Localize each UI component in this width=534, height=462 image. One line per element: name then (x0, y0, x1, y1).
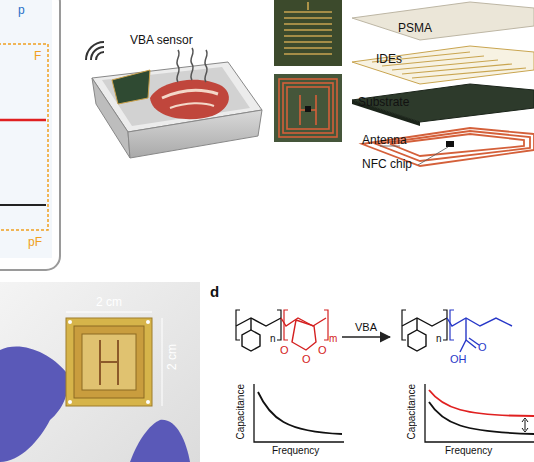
screen-text: pF (28, 236, 42, 248)
reaction-arrow (342, 336, 390, 338)
ide-layer (352, 46, 534, 84)
product-structure: nO OH (392, 296, 534, 380)
sensor-ide (82, 334, 136, 390)
dimension: 2 cm (166, 344, 178, 370)
phone-screen (0, 0, 52, 258)
layer-name: Antenna (362, 134, 407, 146)
dashed-box (0, 44, 48, 230)
glove (0, 346, 68, 462)
capacitance-plot: CapacitanceFrequency (232, 380, 347, 460)
substrate-layer (352, 84, 534, 122)
sensor-coil (74, 326, 144, 398)
glove (130, 420, 190, 462)
layer-name: Substrate (358, 96, 409, 108)
corner-dots (68, 320, 150, 404)
capacitance-plot: CapacitanceFrequency (405, 380, 534, 460)
atom-label: OH (450, 354, 467, 365)
axis-label: Frequency (445, 446, 492, 456)
black-level (0, 204, 46, 206)
meat (150, 80, 229, 119)
layer-name: PSMA (398, 22, 432, 34)
part-name: NFC chip (362, 158, 412, 170)
layer-name: IDEs (376, 53, 402, 65)
food-tray (92, 48, 262, 158)
steam (177, 48, 207, 82)
panel-letter: d (210, 284, 219, 299)
nfc-chip (446, 141, 454, 147)
reactant-structure: nmOOO (226, 296, 338, 376)
atom-label: m (329, 334, 337, 344)
node-outline (392, 296, 534, 380)
sensor-traces (100, 340, 118, 385)
node-outline (226, 296, 338, 376)
axis-label: Capacitance (407, 384, 417, 440)
ide-photo (274, 0, 342, 66)
callout-label: VBA sensor (130, 34, 193, 46)
edge-label: VBA (355, 322, 377, 333)
atom-label: n (436, 334, 442, 344)
exploded-stack (352, 2, 534, 166)
axis-label: Capacitance (236, 384, 246, 440)
wireless-symbol (86, 42, 104, 60)
meat-fat (162, 91, 218, 98)
atom-label: O (318, 345, 327, 356)
atom-label: O (280, 345, 289, 356)
atom-label: n (270, 334, 276, 344)
psma-layer (352, 2, 534, 40)
dimension-lines (66, 312, 162, 406)
screen-text: F (34, 50, 41, 62)
tray-inner (102, 67, 250, 126)
dimension: 2 cm (96, 296, 122, 308)
axis-label: Frequency (272, 446, 319, 456)
ide-fingers (372, 52, 526, 78)
screen-text: p (18, 4, 25, 16)
atom-label: O (478, 342, 487, 353)
meat-fat (170, 103, 214, 108)
antenna-photo (274, 74, 342, 142)
sensor-in-tray (112, 70, 150, 104)
phone-body (0, 0, 60, 270)
sensor-chip (66, 318, 152, 406)
phone (0, 0, 60, 270)
sensor-photo (0, 282, 200, 462)
red-level (0, 119, 46, 122)
atom-label: O (302, 354, 311, 365)
